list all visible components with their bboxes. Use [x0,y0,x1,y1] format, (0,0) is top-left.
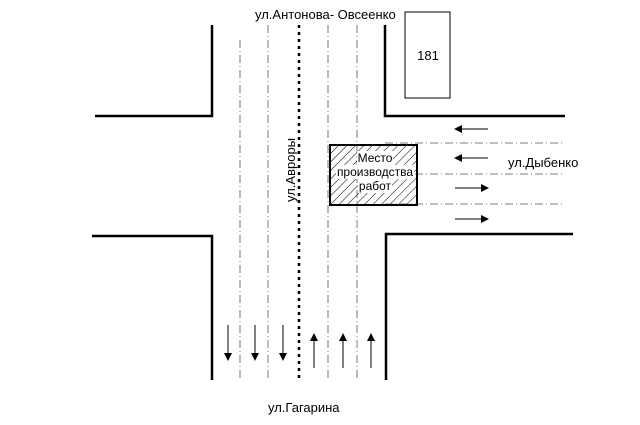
arrows-northbound [310,333,375,368]
work-zone-line-1: Место [356,151,394,165]
work-zone-label: Место производства работ [334,151,416,193]
curb-bottom-left [92,234,214,380]
road-edges [92,25,573,380]
street-label-bottom: ул.Гагарина [268,400,340,415]
work-zone-line-3: работ [357,179,393,193]
building-181 [404,11,451,99]
curb-top-left [95,25,214,118]
street-label-vertical: ул.Авроры [283,137,298,202]
arrows-southbound [224,325,287,361]
street-label-right: ул.Дыбенко [508,155,579,170]
lane-dividers-vertical [239,25,358,380]
work-zone-line-2: производства [335,165,415,179]
street-label-top: ул.Антонова- Овсеенко [255,7,396,22]
curb-bottom-right [384,232,573,380]
arrows-westbound [454,125,488,162]
building-number: 181 [417,48,439,63]
curb-top-right [383,25,565,118]
arrows-eastbound [455,184,489,223]
